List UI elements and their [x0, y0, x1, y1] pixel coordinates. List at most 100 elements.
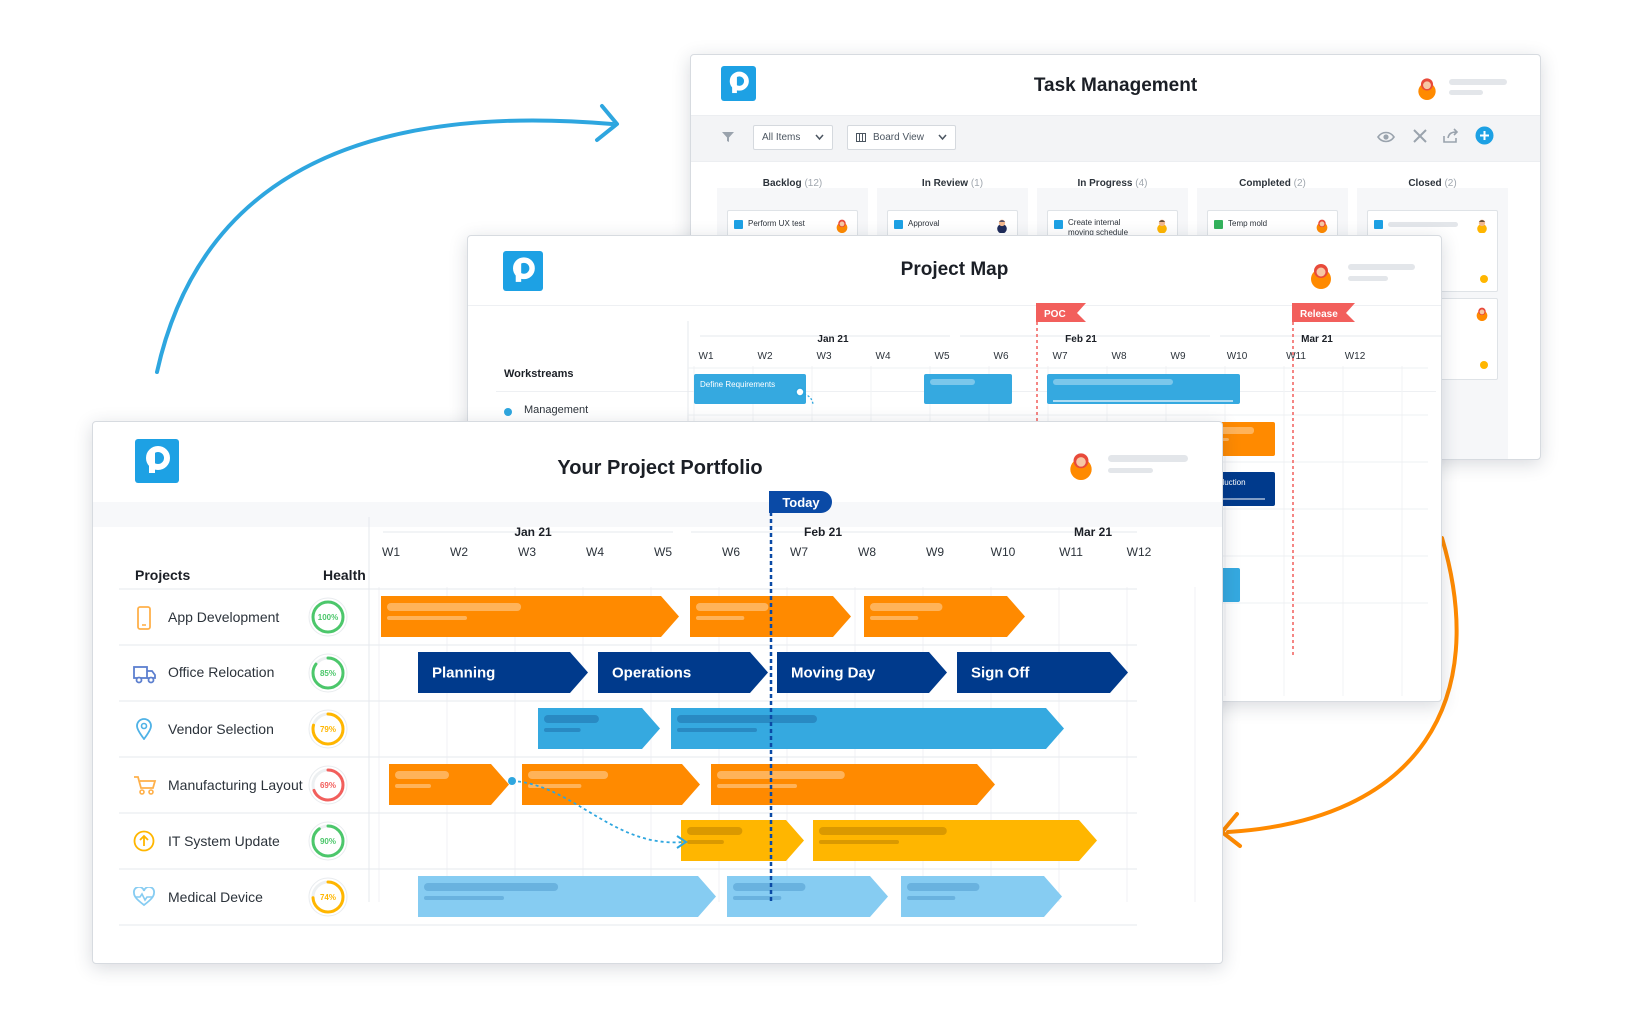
month-label: Mar 21	[1074, 525, 1112, 539]
phase-bar-shape	[598, 652, 768, 693]
task-card-title: Temp mold	[1228, 219, 1268, 228]
workstream-dot	[504, 408, 512, 416]
month-label: Jan 21	[514, 525, 552, 539]
month-label: Feb 21	[804, 525, 842, 539]
gantt-bar[interactable]	[418, 876, 716, 917]
location-pin-icon	[136, 718, 152, 740]
gantt-bar-shape	[711, 764, 995, 805]
bar-subtitle-placeholder	[677, 728, 757, 732]
gantt-bar-shape	[901, 876, 1062, 917]
dependency-arrowhead	[676, 835, 688, 849]
map-bar-label: Define Requirements	[700, 380, 775, 389]
project-row[interactable]: Office Relocation	[127, 645, 477, 701]
week-label: W4	[586, 545, 604, 559]
phase-bar-label: Operations	[612, 665, 691, 682]
gantt-bar-shape	[727, 876, 888, 917]
filter-icon[interactable]	[721, 130, 735, 144]
health-ring-bg	[308, 653, 348, 693]
gantt-bar[interactable]	[813, 820, 1097, 861]
bar-title-placeholder	[687, 827, 743, 835]
project-name: IT System Update	[168, 833, 280, 849]
gantt-bar[interactable]	[711, 764, 995, 805]
health-ring	[311, 600, 345, 634]
health-ring	[311, 768, 345, 802]
projects-column-header: Projects	[135, 567, 191, 583]
phase-bar[interactable]: Sign Off	[957, 652, 1128, 693]
gantt-bar[interactable]	[389, 764, 509, 805]
phase-bar[interactable]: Moving Day	[777, 652, 947, 693]
week-label: W11	[1286, 351, 1306, 362]
chevron-down-icon	[815, 134, 824, 141]
upload-icon	[133, 830, 155, 852]
project-row[interactable]: Medical Device	[127, 869, 477, 925]
health-ring-bg	[308, 877, 348, 917]
week-label: W9	[926, 545, 944, 559]
user-avatar-icon[interactable]	[1065, 448, 1097, 480]
phase-bar-label: Moving Day	[791, 665, 876, 682]
bar-title-placeholder	[733, 883, 806, 891]
gantt-bar[interactable]	[864, 596, 1025, 637]
column-header-in-progress: In Progress (4)	[1037, 178, 1188, 189]
gantt-bar[interactable]	[681, 820, 804, 861]
user-role-placeholder	[1108, 468, 1153, 473]
gantt-bar[interactable]	[690, 596, 851, 637]
gantt-bar-shape	[418, 876, 716, 917]
bar-title-placeholder	[1053, 379, 1173, 385]
truck-icon	[133, 666, 156, 684]
month-label: Jan 21	[817, 334, 849, 345]
health-ring	[311, 824, 345, 858]
chevron-down-icon	[938, 134, 947, 141]
bar-subtitle-placeholder	[687, 840, 724, 844]
completed-check-icon	[1214, 220, 1223, 229]
app-logo-icon[interactable]	[721, 66, 756, 101]
map-bar[interactable]: Define Requirements	[694, 374, 806, 404]
tools-icon[interactable]	[1412, 128, 1428, 144]
bar-title-placeholder	[717, 771, 845, 779]
app-logo-icon[interactable]	[503, 251, 543, 291]
user-avatar-icon[interactable]	[1306, 259, 1336, 289]
month-label: Mar 21	[1301, 334, 1333, 345]
gantt-bar[interactable]	[727, 876, 888, 917]
window-title: Your Project Portfolio	[557, 457, 763, 479]
share-icon[interactable]	[1442, 128, 1459, 144]
phase-bar[interactable]: Operations	[598, 652, 768, 693]
bar-subtitle-placeholder	[717, 784, 797, 788]
header-divider	[468, 305, 1441, 306]
column-header-backlog: Backlog (12)	[717, 178, 868, 189]
project-name: Vendor Selection	[168, 721, 274, 737]
gantt-bar[interactable]	[522, 764, 700, 805]
map-bar[interactable]	[1047, 374, 1240, 404]
phase-bar[interactable]: Planning	[418, 652, 588, 693]
project-row[interactable]: IT System Update	[127, 813, 477, 869]
portfolio-window: Your Project Portfolio Projects Health A…	[92, 421, 1223, 964]
view-select[interactable]: Board View	[847, 125, 956, 150]
gantt-bar-shape	[681, 820, 804, 861]
today-badge: Today	[769, 491, 832, 513]
week-label: W7	[790, 545, 808, 559]
column-name: Completed	[1239, 178, 1291, 189]
gantt-bar-shape	[864, 596, 1025, 637]
project-row[interactable]: Vendor Selection	[127, 701, 477, 757]
project-row[interactable]: Manufacturing Layout	[127, 757, 477, 813]
user-avatar-icon[interactable]	[1414, 74, 1440, 100]
gantt-bar[interactable]	[671, 708, 1064, 749]
items-filter-select[interactable]: All Items	[753, 125, 833, 150]
week-label: W8	[1112, 351, 1127, 362]
phase-bar-label: Planning	[432, 665, 495, 682]
health-value: 85%	[320, 669, 336, 678]
add-item-icon[interactable]	[1475, 126, 1494, 145]
phase-bar-label: Sign Off	[971, 665, 1030, 682]
column-count: (2)	[1293, 178, 1306, 189]
milestone-flag-shape	[1292, 303, 1355, 322]
health-column-header: Health	[323, 567, 366, 583]
gantt-bar[interactable]	[901, 876, 1062, 917]
today-badge-shape	[769, 491, 832, 513]
app-logo-icon[interactable]	[135, 439, 179, 483]
map-bar[interactable]	[924, 374, 1012, 404]
health-value: 74%	[320, 893, 336, 902]
gantt-bar[interactable]	[538, 708, 660, 749]
column-name: In Review	[921, 178, 969, 189]
gantt-bar[interactable]	[381, 596, 679, 637]
eye-icon[interactable]	[1377, 130, 1395, 144]
project-row[interactable]: App Development	[127, 589, 477, 645]
